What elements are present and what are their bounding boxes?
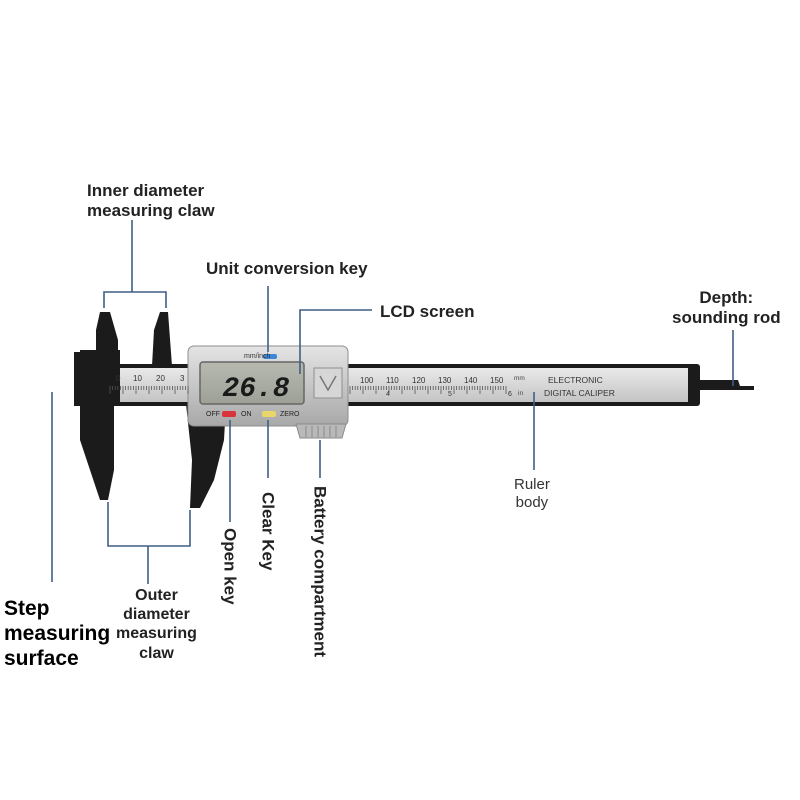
inch-label: 6 [508,391,512,398]
battery-compartment [295,423,347,439]
outer-claw-sliding [186,404,226,508]
label-line: Depth: [699,288,754,307]
scale-label: 120 [412,376,426,385]
inch-label: 4 [386,391,390,398]
brand-line2: DIGITAL CALIPER [544,388,615,398]
label-line: sounding rod [672,308,781,328]
label-line: Step [4,597,50,620]
logo-mark [319,375,337,392]
scale-label: 150 [490,376,504,385]
off-text: OFF [206,411,220,418]
scale-right-labels: 100 110 120 130 140 150 [360,376,504,385]
brand-line1: ELECTRONIC [548,375,603,385]
label-line: Ruler [514,476,550,493]
unit-conversion-key-label: Unit conversion key [206,259,368,278]
on-text: ON [241,411,252,418]
lcd-screen-label: LCD screen [380,302,475,321]
label-line: measuring [4,622,111,646]
lcd-screen [199,361,305,405]
scale-label: 3 [180,374,185,383]
zero-text: ZERO [280,411,300,418]
battery-compartment-label: Battery compartment [310,486,330,657]
ruler-ticks [109,386,507,394]
scale-label: 110 [386,376,399,385]
open-key[interactable] [222,411,236,417]
mm-text: mm [514,375,525,382]
label-line: surface [4,647,79,671]
open-key-label: Open key [220,528,240,605]
inch-labels: 4 5 6 [386,391,512,398]
depth-rod [688,368,754,392]
thumb-wheel-ridges [305,426,337,437]
unit-key[interactable] [263,354,277,359]
label-line: claw [139,644,174,662]
label-line: measuring claw [87,201,215,221]
label-line: Inner diameter [87,181,205,200]
scale-label: 20 [156,374,165,383]
scale-label: 100 [360,376,374,385]
label-line: diameter [123,606,190,624]
slider-logo [313,367,343,399]
step-surface [74,352,86,406]
step-surface-label: Step measuring surface [4,596,110,672]
leader-lines [51,220,734,584]
in-text: in [518,390,523,397]
scale-label: 0 [116,374,121,383]
unit-text: mm/inch [244,353,271,360]
inch-label: 5 [448,391,452,398]
outer-claw-label: Outer diameter measuring claw [116,586,197,663]
scale-left-labels: 0 10 20 3 [116,374,185,383]
label-line: Outer [135,587,178,604]
scale-label: 140 [464,376,478,385]
label-line: body [515,494,549,511]
inner-claw-label: Inner diameter measuring claw [87,181,215,222]
display-value: 26.8 [222,374,289,405]
clear-key-label: Clear Key [258,492,278,571]
inner-claw-sliding [152,312,172,366]
ruler-body-label: Ruler body [514,476,550,512]
scale-label: 10 [133,374,142,383]
depth-rod-label: Depth: sounding rod [672,288,781,329]
clear-key[interactable] [262,411,276,417]
scale-label: 130 [438,376,452,385]
label-line: measuring [116,625,197,643]
